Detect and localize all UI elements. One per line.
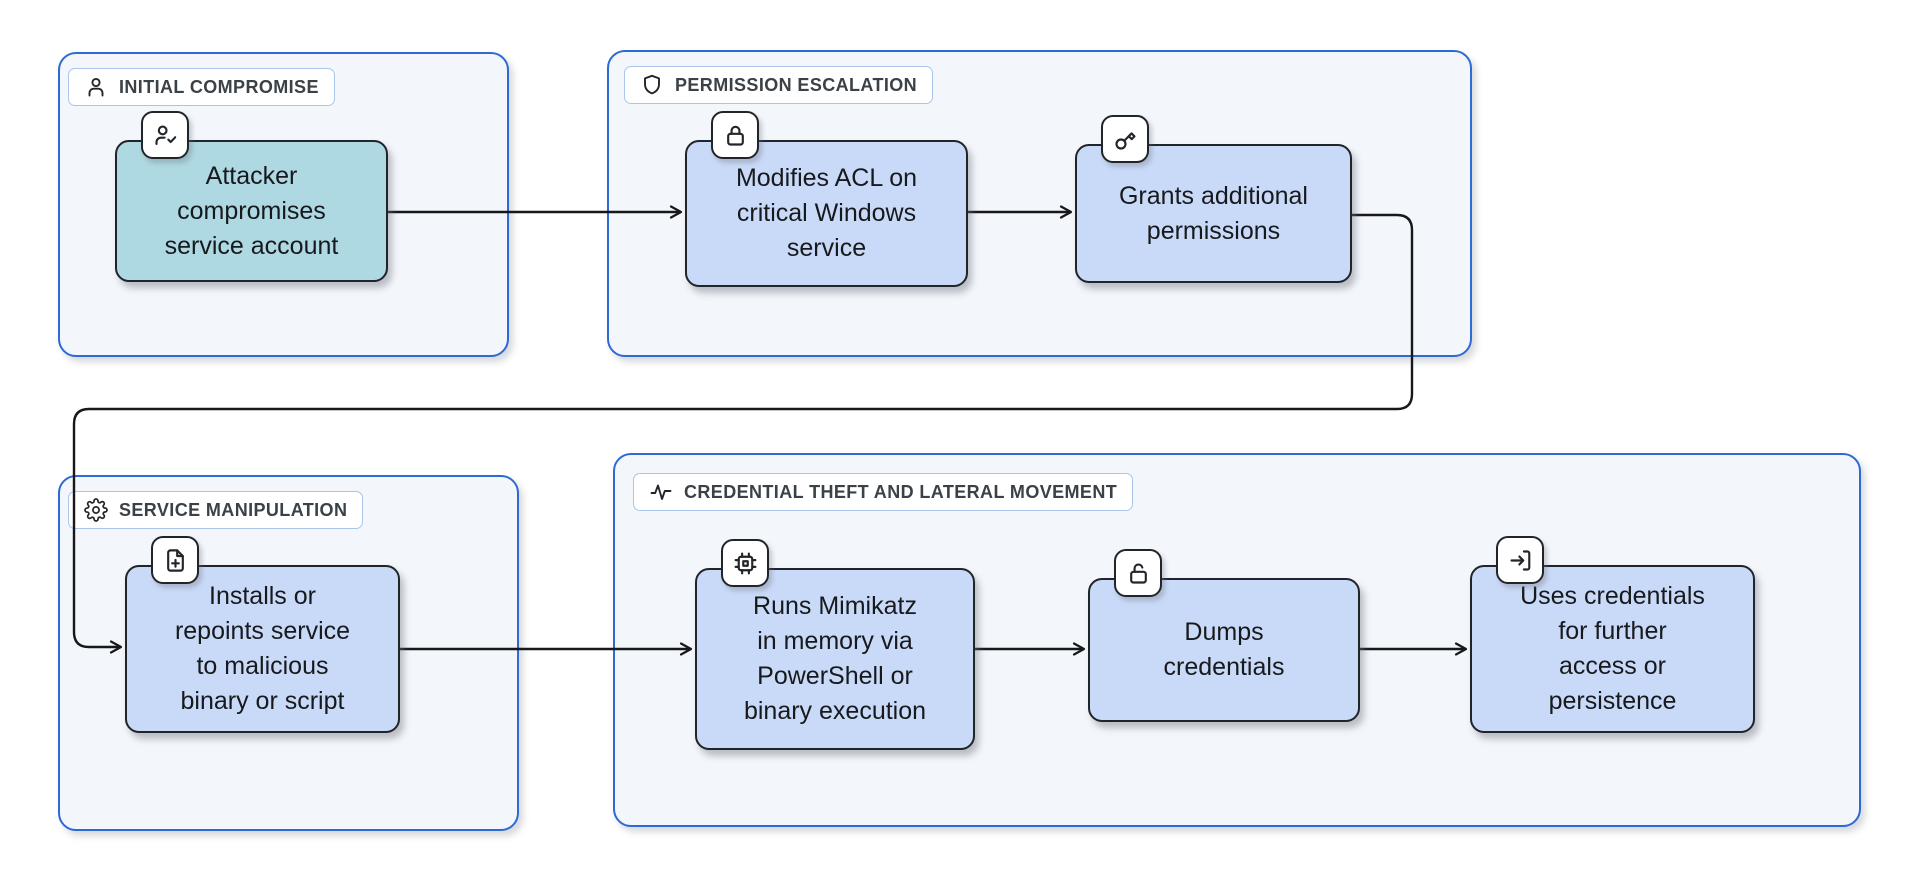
user-icon	[88, 77, 104, 97]
node-label: Installs or repoints service to maliciou…	[174, 582, 351, 715]
node-label: Attacker compromises service account	[164, 161, 339, 260]
node-attacker-compromises-service-account: Attacker compromises service account	[115, 111, 388, 282]
shield-icon	[644, 74, 660, 95]
group-label-credential-theft: CREDENTIAL THEFT AND LATERAL MOVEMENT	[633, 473, 1134, 511]
lock-icon	[711, 111, 759, 159]
group-label-permission-escalation: PERMISSION ESCALATION	[624, 66, 934, 104]
group-label-service-manipulation: SERVICE MANIPULATION	[68, 491, 364, 529]
node-label: Uses credentials for further access or p…	[1520, 582, 1705, 715]
group-label-initial-compromise: INITIAL COMPROMISE	[68, 68, 335, 106]
group-label-text: CREDENTIAL THEFT AND LATERAL MOVEMENT	[684, 481, 1118, 502]
node-label: Dumps credentials	[1163, 618, 1285, 681]
node-runs-mimikatz: Runs Mimikatz in memory via PowerShell o…	[695, 539, 975, 750]
group-label-text: INITIAL COMPROMISE	[119, 76, 319, 97]
user-check-icon	[141, 111, 189, 159]
node-label: Runs Mimikatz in memory via PowerShell o…	[743, 592, 927, 725]
group-label-text: SERVICE MANIPULATION	[119, 499, 348, 520]
gear-icon	[84, 498, 108, 522]
unlock-icon	[1114, 549, 1162, 597]
key-icon	[1101, 115, 1149, 163]
node-label: Grants additional permissions	[1118, 181, 1308, 245]
node-label: Modifies ACL on critical Windows service	[735, 164, 918, 262]
file-plus-icon	[151, 536, 199, 584]
node-grants-additional-permissions: Grants additional permissions	[1075, 115, 1352, 283]
cpu-icon	[721, 539, 769, 587]
activity-icon	[650, 484, 672, 500]
node-dumps-credentials: Dumps credentials	[1088, 549, 1360, 722]
group-label-text: PERMISSION ESCALATION	[675, 74, 918, 95]
node-uses-credentials: Uses credentials for further access or p…	[1470, 536, 1755, 733]
log-in-icon	[1496, 536, 1544, 584]
node-modifies-acl-on-critical-windows-service: Modifies ACL on critical Windows service	[685, 111, 968, 287]
node-installs-or-repoints-service: Installs or repoints service to maliciou…	[125, 536, 400, 733]
